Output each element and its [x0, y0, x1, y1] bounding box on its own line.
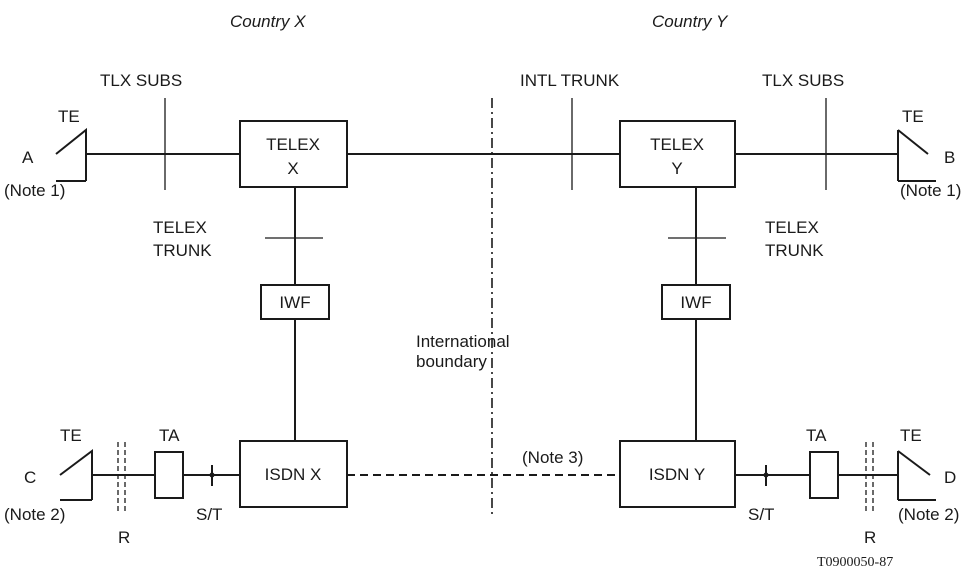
country-y-label: Country Y [652, 12, 729, 31]
terminal-d-te-label: TE [900, 426, 922, 445]
terminal-a-note: (Note 1) [4, 181, 65, 200]
ta-y-label: TA [806, 426, 827, 445]
terminal-c-note: (Note 2) [4, 505, 65, 524]
isdn-y-label: ISDN Y [649, 465, 705, 484]
telex-y-label-2: Y [671, 159, 682, 178]
ta-y-box [809, 451, 839, 499]
isdn-x-box [239, 440, 348, 508]
iwf-y-box [661, 284, 731, 320]
st-right-label: S/T [748, 505, 774, 524]
st-left-label: S/T [196, 505, 222, 524]
terminal-b-te-icon [897, 129, 929, 181]
tlx-subs-right-label: TLX SUBS [762, 71, 844, 90]
terminal-b-te-label: TE [902, 107, 924, 126]
ta-x-label: TA [159, 426, 180, 445]
telex-y-label-1: TELEX [650, 135, 704, 154]
ta-x-box [154, 451, 184, 499]
telex-x-label-2: X [287, 159, 298, 178]
telex-trunk-right-label-2: TRUNK [765, 241, 824, 260]
r-left-label: R [118, 528, 130, 547]
r-right-label: R [864, 528, 876, 547]
terminal-d-letter: D [944, 468, 956, 487]
intl-trunk-label: INTL TRUNK [520, 71, 620, 90]
terminal-d-note: (Note 2) [898, 505, 959, 524]
telex-y-box [619, 120, 736, 188]
terminal-c-letter: C [24, 468, 36, 487]
telex-trunk-left-label-1: TELEX [153, 218, 207, 237]
iwf-x-label: IWF [279, 293, 310, 312]
telex-trunk-right-label-1: TELEX [765, 218, 819, 237]
terminal-d-te-icon [897, 450, 931, 500]
figure-reference: T0900050-87 [817, 555, 893, 570]
boundary-label-line2: boundary [416, 352, 487, 371]
iwf-x-box [260, 284, 330, 320]
note-3-label: (Note 3) [522, 448, 583, 467]
terminal-a-te-label: TE [58, 107, 80, 126]
isdn-y-box [619, 440, 736, 508]
terminal-c-te-icon [59, 449, 93, 500]
country-x-label: Country X [230, 12, 306, 31]
terminal-c-te-label: TE [60, 426, 82, 445]
boundary-label-line1: International [416, 332, 510, 351]
iwf-y-label: IWF [680, 293, 711, 312]
terminal-b-note: (Note 1) [900, 181, 961, 200]
terminal-b-letter: B [944, 148, 955, 167]
terminal-a-letter: A [22, 148, 34, 167]
terminal-a-te-icon [55, 127, 87, 181]
isdn-x-label: ISDN X [265, 465, 322, 484]
telex-trunk-left-label-2: TRUNK [153, 241, 212, 260]
tlx-subs-left-label: TLX SUBS [100, 71, 182, 90]
telex-x-box [239, 120, 348, 188]
telex-x-label-1: TELEX [266, 135, 320, 154]
